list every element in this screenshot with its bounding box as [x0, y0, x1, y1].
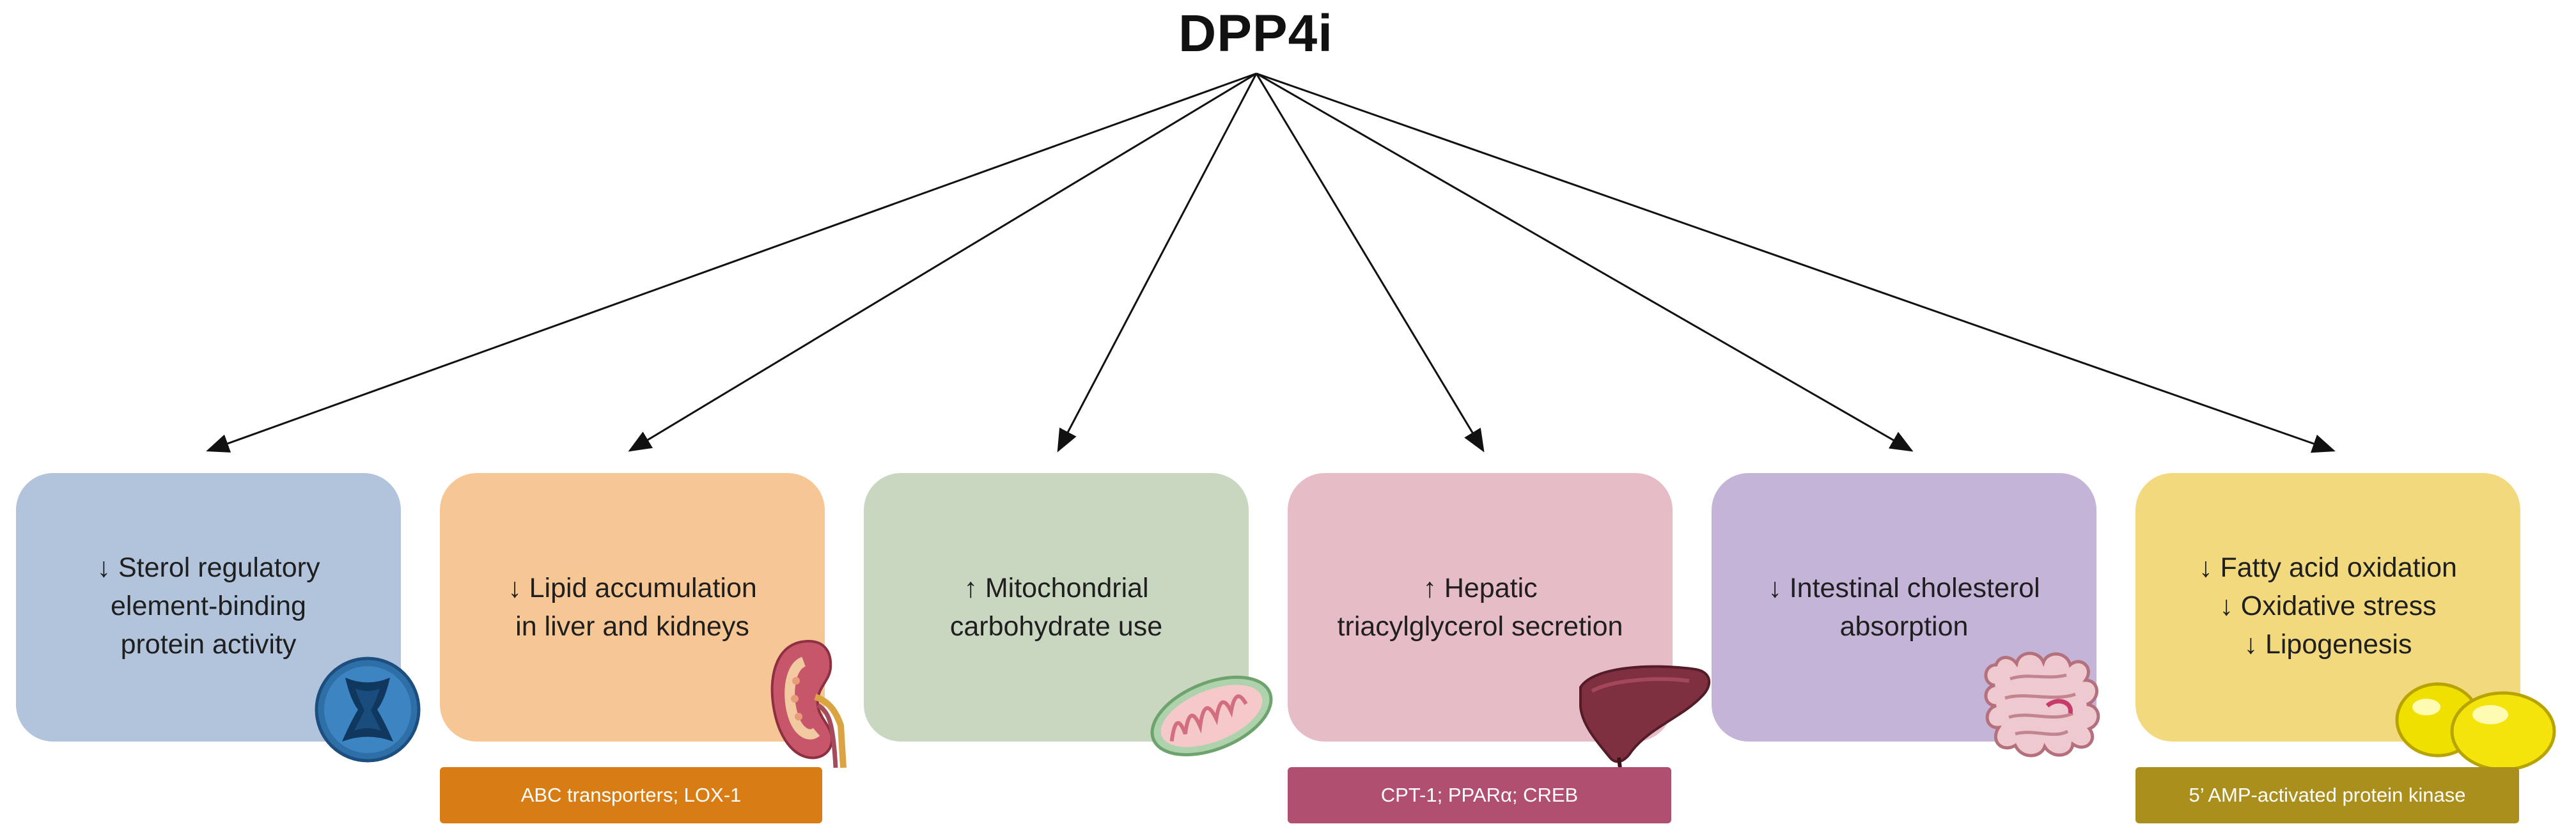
- effect-text: ↑ Mitochondrial carbohydrate use: [864, 569, 1249, 646]
- effect-line: ↓ Lipogenesis: [2244, 629, 2412, 660]
- effect-line: ↓ Fatty acid oxidation: [2199, 552, 2457, 583]
- diagram-title: DPP4i: [1178, 4, 1333, 63]
- effect-line: ↓ Lipid accumulation: [508, 573, 757, 603]
- effect-text: ↓ Fatty acid oxidation ↓ Oxidative stres…: [2135, 548, 2520, 664]
- arrow-to-box-3: [1057, 73, 1258, 453]
- effect-text: ↓ Sterol regulatory element-binding prot…: [16, 548, 401, 664]
- mechanism-tag-abc-transporters: ABC transporters; LOX-1: [440, 767, 822, 823]
- effect-line: ↓ Oxidative stress: [2219, 591, 2437, 621]
- arrow-to-box-6: [1256, 72, 2336, 453]
- effect-text: ↓ Lipid accumulation in liver and kidney…: [440, 569, 825, 646]
- effect-text: ↓ Intestinal cholesterol absorption: [1712, 569, 2096, 646]
- arrow-to-box-2: [628, 72, 1257, 452]
- mitochondrion-icon: [1150, 675, 1273, 757]
- vessel-cross-section-icon: [315, 657, 421, 763]
- effect-line: ↑ Hepatic: [1423, 573, 1538, 603]
- effect-line: triacylglycerol secretion: [1337, 611, 1623, 642]
- effect-line: absorption: [1839, 611, 1969, 642]
- liver-icon: [1579, 665, 1711, 770]
- effect-line: ↓ Sterol regulatory: [97, 552, 320, 583]
- arrow-to-box-1: [206, 72, 1257, 453]
- arrow-to-box-4: [1255, 73, 1485, 453]
- fat-droplets-icon: [2395, 682, 2556, 772]
- effect-line: element-binding: [111, 591, 306, 621]
- effect-line: ↑ Mitochondrial: [964, 573, 1149, 603]
- effect-text: ↑ Hepatic triacylglycerol secretion: [1288, 569, 1673, 646]
- mechanism-tag-cpt1: CPT-1; PPARα; CREB: [1288, 767, 1671, 823]
- effect-box-lipid-accumulation: ↓ Lipid accumulation in liver and kidney…: [440, 473, 825, 742]
- kidney-icon: [770, 639, 847, 768]
- effect-line: protein activity: [120, 629, 297, 660]
- effect-line: carbohydrate use: [949, 611, 1163, 642]
- intestine-icon: [1984, 651, 2100, 758]
- mechanism-tag-ampk: 5’ AMP-activated protein kinase: [2135, 767, 2519, 823]
- effect-line: in liver and kidneys: [515, 611, 749, 642]
- arrow-to-box-5: [1256, 72, 1914, 452]
- effect-line: ↓ Intestinal cholesterol: [1768, 573, 2040, 603]
